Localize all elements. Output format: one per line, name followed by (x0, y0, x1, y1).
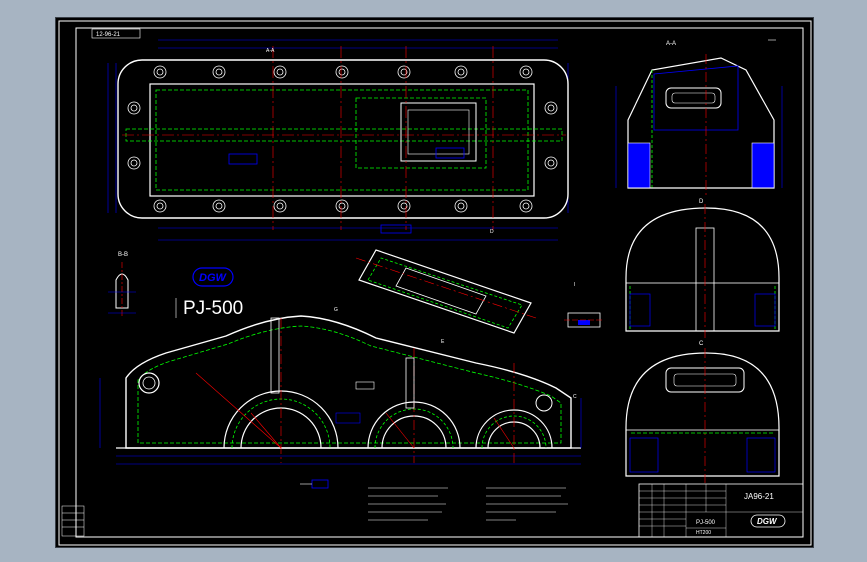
cad-drawing: 12-96-21 (58, 20, 812, 546)
detail-i: I (564, 282, 604, 328)
title-material: HT200 (696, 530, 711, 536)
svg-text:A-A: A-A (666, 41, 676, 47)
cut-label-d: D (490, 229, 494, 235)
title-block: JA96-21 PJ-500 HT200 DGW (638, 483, 804, 538)
inclined-view-g: G E (334, 249, 537, 345)
revision-table (61, 505, 85, 537)
drawing-sheet: 12-96-21 (55, 17, 814, 548)
logo-text: DGW (199, 272, 228, 284)
end-view-e: C (625, 341, 780, 483)
technical-notes (368, 487, 568, 521)
title-logo: DGW (757, 517, 778, 526)
brand-logo: DGW (192, 267, 234, 287)
top-tag: 12-96-21 (96, 32, 121, 38)
drawing-number: JA96-21 (744, 492, 774, 501)
svg-text:G: G (334, 307, 338, 313)
svg-text:I: I (574, 282, 575, 288)
end-view-d: D (625, 199, 780, 338)
detail-b: B-B (108, 252, 136, 318)
front-view: C (99, 315, 582, 465)
top-view: A-A D (107, 39, 569, 241)
inner-frame (75, 27, 804, 538)
svg-text:D: D (699, 199, 704, 205)
svg-text:C: C (573, 394, 577, 400)
svg-text:B-B: B-B (118, 252, 128, 258)
section-view-a: A-A (615, 39, 783, 196)
model-label: PJ-500 (183, 298, 243, 319)
svg-text:E: E (441, 339, 445, 345)
svg-text:C: C (699, 341, 704, 347)
cut-label-a: A-A (266, 48, 275, 54)
title-name: PJ-500 (696, 520, 716, 526)
outer-frame (58, 20, 812, 546)
